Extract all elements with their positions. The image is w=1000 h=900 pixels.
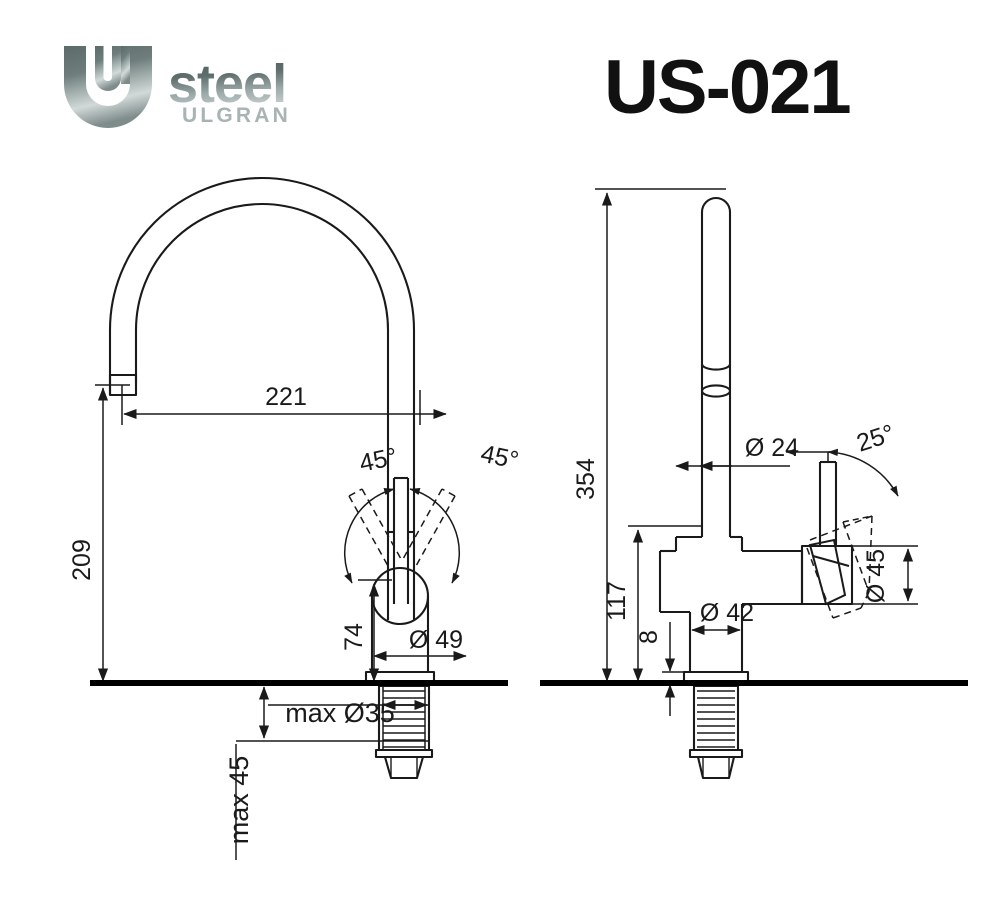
front-dimension-lines xyxy=(95,384,467,860)
dim-spout-height-209: 209 xyxy=(68,539,96,581)
dim-base-plate-8: 8 xyxy=(635,630,663,644)
dim-base-diameter-42: Ø 42 xyxy=(700,599,754,627)
front-swing-construction xyxy=(348,488,456,567)
arc-swing-right xyxy=(409,487,461,584)
dim-hole-diameter-max35: max Ø35 xyxy=(285,698,395,728)
model-number: US-021 xyxy=(604,45,850,130)
arc-swing-left xyxy=(343,487,395,584)
brand-name: steel xyxy=(168,54,286,114)
dim-swing-right-45deg: 45° xyxy=(478,440,521,475)
dim-swing-left-45deg: 45° xyxy=(357,443,400,478)
ulgran-u-mark-icon xyxy=(64,46,152,128)
arc-lever-tilt-25 xyxy=(827,448,899,497)
dim-total-height-354: 354 xyxy=(572,458,600,500)
dim-spout-base-height-117: 117 xyxy=(603,581,631,621)
brand-sub: ULGRAN xyxy=(182,104,291,127)
ext-line-25-tilt xyxy=(842,515,873,523)
dim-body-height-74: 74 xyxy=(340,623,368,651)
side-dimension-lines xyxy=(595,188,918,716)
dim-body-diameter-49: Ø 49 xyxy=(409,626,463,654)
side-lever-tilted-solid xyxy=(808,538,850,606)
front-view xyxy=(108,177,436,780)
dim-reach-221: 221 xyxy=(265,383,307,411)
side-view xyxy=(658,197,854,780)
dim-counter-thickness-max45: max 45 xyxy=(224,756,254,845)
dim-column-diameter-24: Ø 24 xyxy=(745,434,799,462)
dim-lever-height-45: Ø 45 xyxy=(862,549,890,603)
dim-lever-angle-25deg: 25° xyxy=(853,419,898,457)
